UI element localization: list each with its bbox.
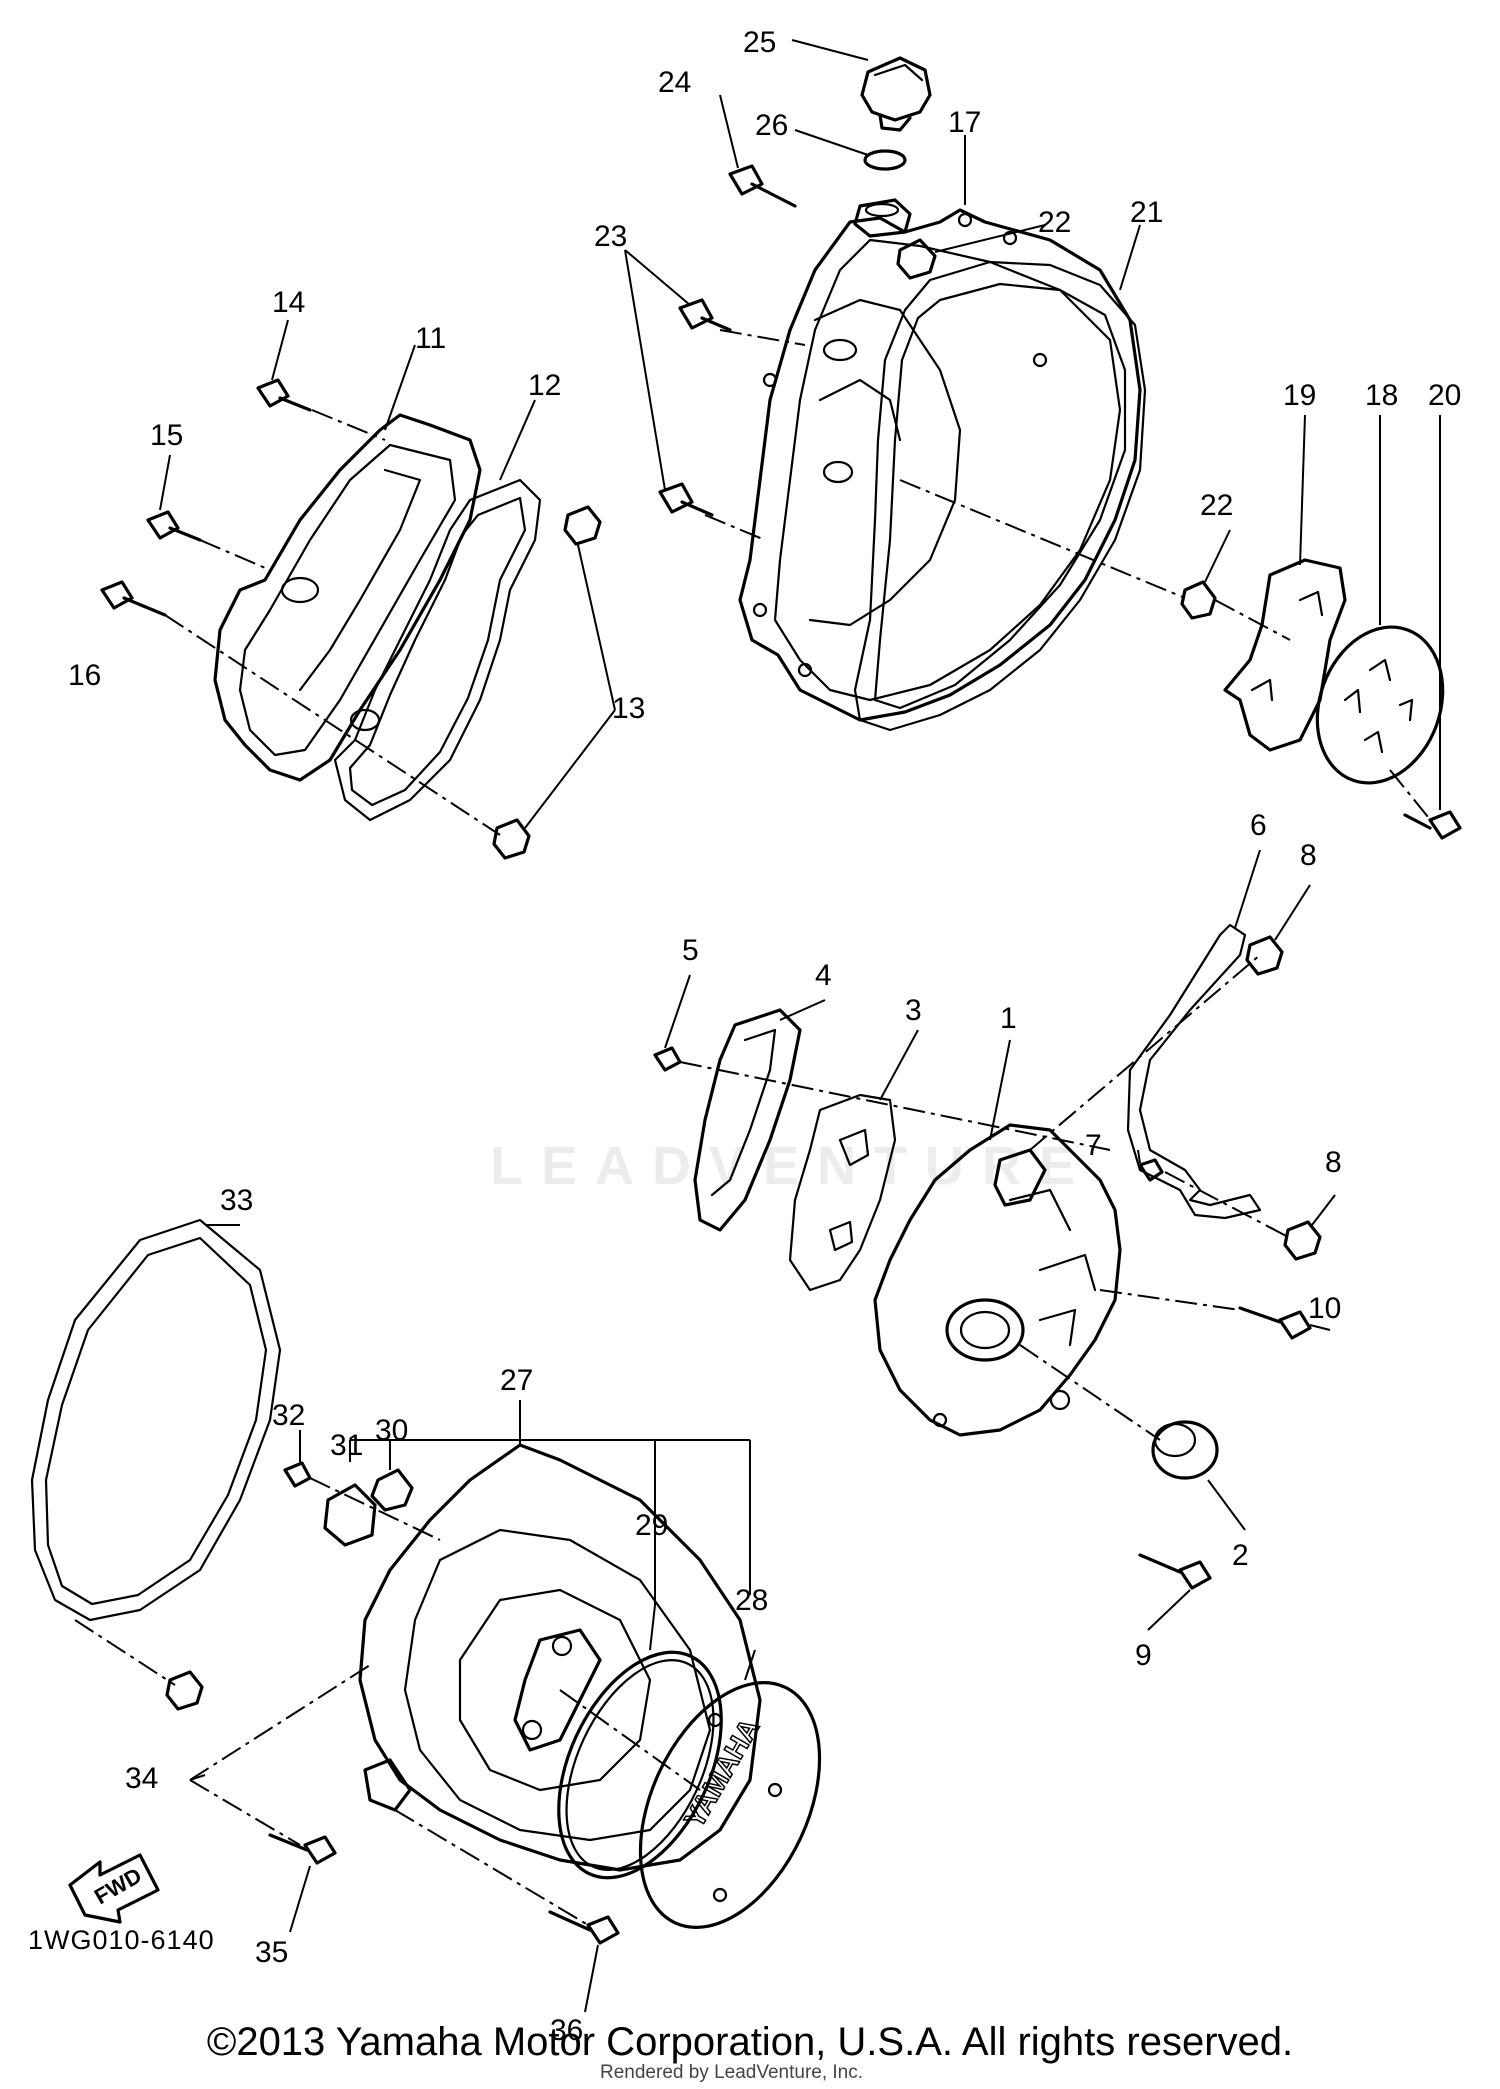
callout-22-top: 22 xyxy=(1038,206,1071,239)
part-cover-28: YAMAHA xyxy=(638,1681,822,1929)
callout-15: 15 xyxy=(150,419,183,452)
callout-23: 23 xyxy=(594,220,627,253)
copyright-notice: ©2013 Yamaha Motor Corporation, U.S.A. A… xyxy=(206,2020,1294,2064)
part-plate-18 xyxy=(1315,625,1445,785)
callout-33: 33 xyxy=(220,1184,253,1217)
fwd-arrow: FWD xyxy=(68,1853,160,1924)
bolts-14-15-16 xyxy=(100,378,312,617)
part-gasket-12 xyxy=(333,478,542,822)
callout-2: 2 xyxy=(1232,1539,1249,1572)
leader-lines xyxy=(159,39,1441,2013)
callout-6: 6 xyxy=(1250,809,1267,842)
dowel-pin-34 xyxy=(165,1670,204,1711)
part-gasket-33 xyxy=(30,1218,282,1622)
callout-20: 20 xyxy=(1428,379,1461,412)
callout-22-right: 22 xyxy=(1200,489,1233,522)
part-cover-11 xyxy=(213,413,482,782)
parts-30-31-32 xyxy=(283,1461,414,1547)
callout-24: 24 xyxy=(658,66,691,99)
diagram-code: 1WG010-6140 xyxy=(28,1925,215,1955)
callout-35: 35 xyxy=(255,1936,288,1969)
callout-12: 12 xyxy=(528,369,561,402)
callout-1: 1 xyxy=(1000,1002,1017,1035)
render-credit: Rendered by LeadVenture, Inc. xyxy=(600,2062,864,2083)
screw-5 xyxy=(653,1046,682,1072)
callout-labels: 25 26 24 17 22 21 23 22 19 18 20 14 11 1… xyxy=(68,26,1461,2047)
bolts-24-23 xyxy=(658,164,797,517)
callout-16: 16 xyxy=(68,659,101,692)
callout-27: 27 xyxy=(500,1364,533,1397)
callout-36: 36 xyxy=(550,2014,583,2047)
callout-32: 32 xyxy=(272,1399,305,1432)
callout-5: 5 xyxy=(682,934,699,967)
dowel-pins-13 xyxy=(492,505,602,860)
part-clutch-cover-17 xyxy=(738,198,1142,722)
callout-3: 3 xyxy=(905,994,922,1027)
part-gasket-6 xyxy=(1126,923,1262,1220)
dowel-pins-8 xyxy=(1245,935,1322,1261)
part-plate-4 xyxy=(693,1008,802,1232)
part-generator-cover-27 xyxy=(358,1443,762,1872)
callout-31: 31 xyxy=(330,1429,363,1462)
callout-18: 18 xyxy=(1365,379,1398,412)
callout-7: 7 xyxy=(1085,1129,1102,1162)
callout-13: 13 xyxy=(612,692,645,725)
bolts-10-9 xyxy=(1138,1306,1312,1590)
callout-30: 30 xyxy=(375,1414,408,1447)
screw-20 xyxy=(1403,810,1462,840)
part-o-ring-26 xyxy=(863,149,907,171)
callout-17: 17 xyxy=(948,106,981,139)
callout-10: 10 xyxy=(1308,1292,1341,1325)
part-o-ring-29 xyxy=(557,1650,723,1880)
part-cover-19 xyxy=(1223,558,1347,752)
callout-19: 19 xyxy=(1283,379,1316,412)
callout-26: 26 xyxy=(755,109,788,142)
callout-29: 29 xyxy=(635,1509,668,1542)
plug-2 xyxy=(1151,1420,1219,1480)
callout-25: 25 xyxy=(743,26,776,59)
washer-7 xyxy=(1138,1158,1164,1182)
callout-4: 4 xyxy=(815,959,832,992)
callout-28: 28 xyxy=(735,1584,768,1617)
bolts-35-36 xyxy=(268,1833,620,1945)
part-gasket-21 xyxy=(853,260,1147,732)
callout-34: 34 xyxy=(125,1762,158,1795)
fwd-label: FWD xyxy=(90,1863,146,1910)
callout-9: 9 xyxy=(1135,1639,1152,1672)
callout-11: 11 xyxy=(415,322,446,355)
dowel-pins-22 xyxy=(896,238,1217,620)
callout-8-bottom: 8 xyxy=(1325,1146,1342,1179)
part-gasket-3 xyxy=(788,1093,897,1292)
callout-14: 14 xyxy=(272,286,305,319)
callout-21: 21 xyxy=(1130,196,1163,229)
part-oil-filler-cap-25 xyxy=(860,56,932,132)
callout-8-top: 8 xyxy=(1300,839,1317,872)
